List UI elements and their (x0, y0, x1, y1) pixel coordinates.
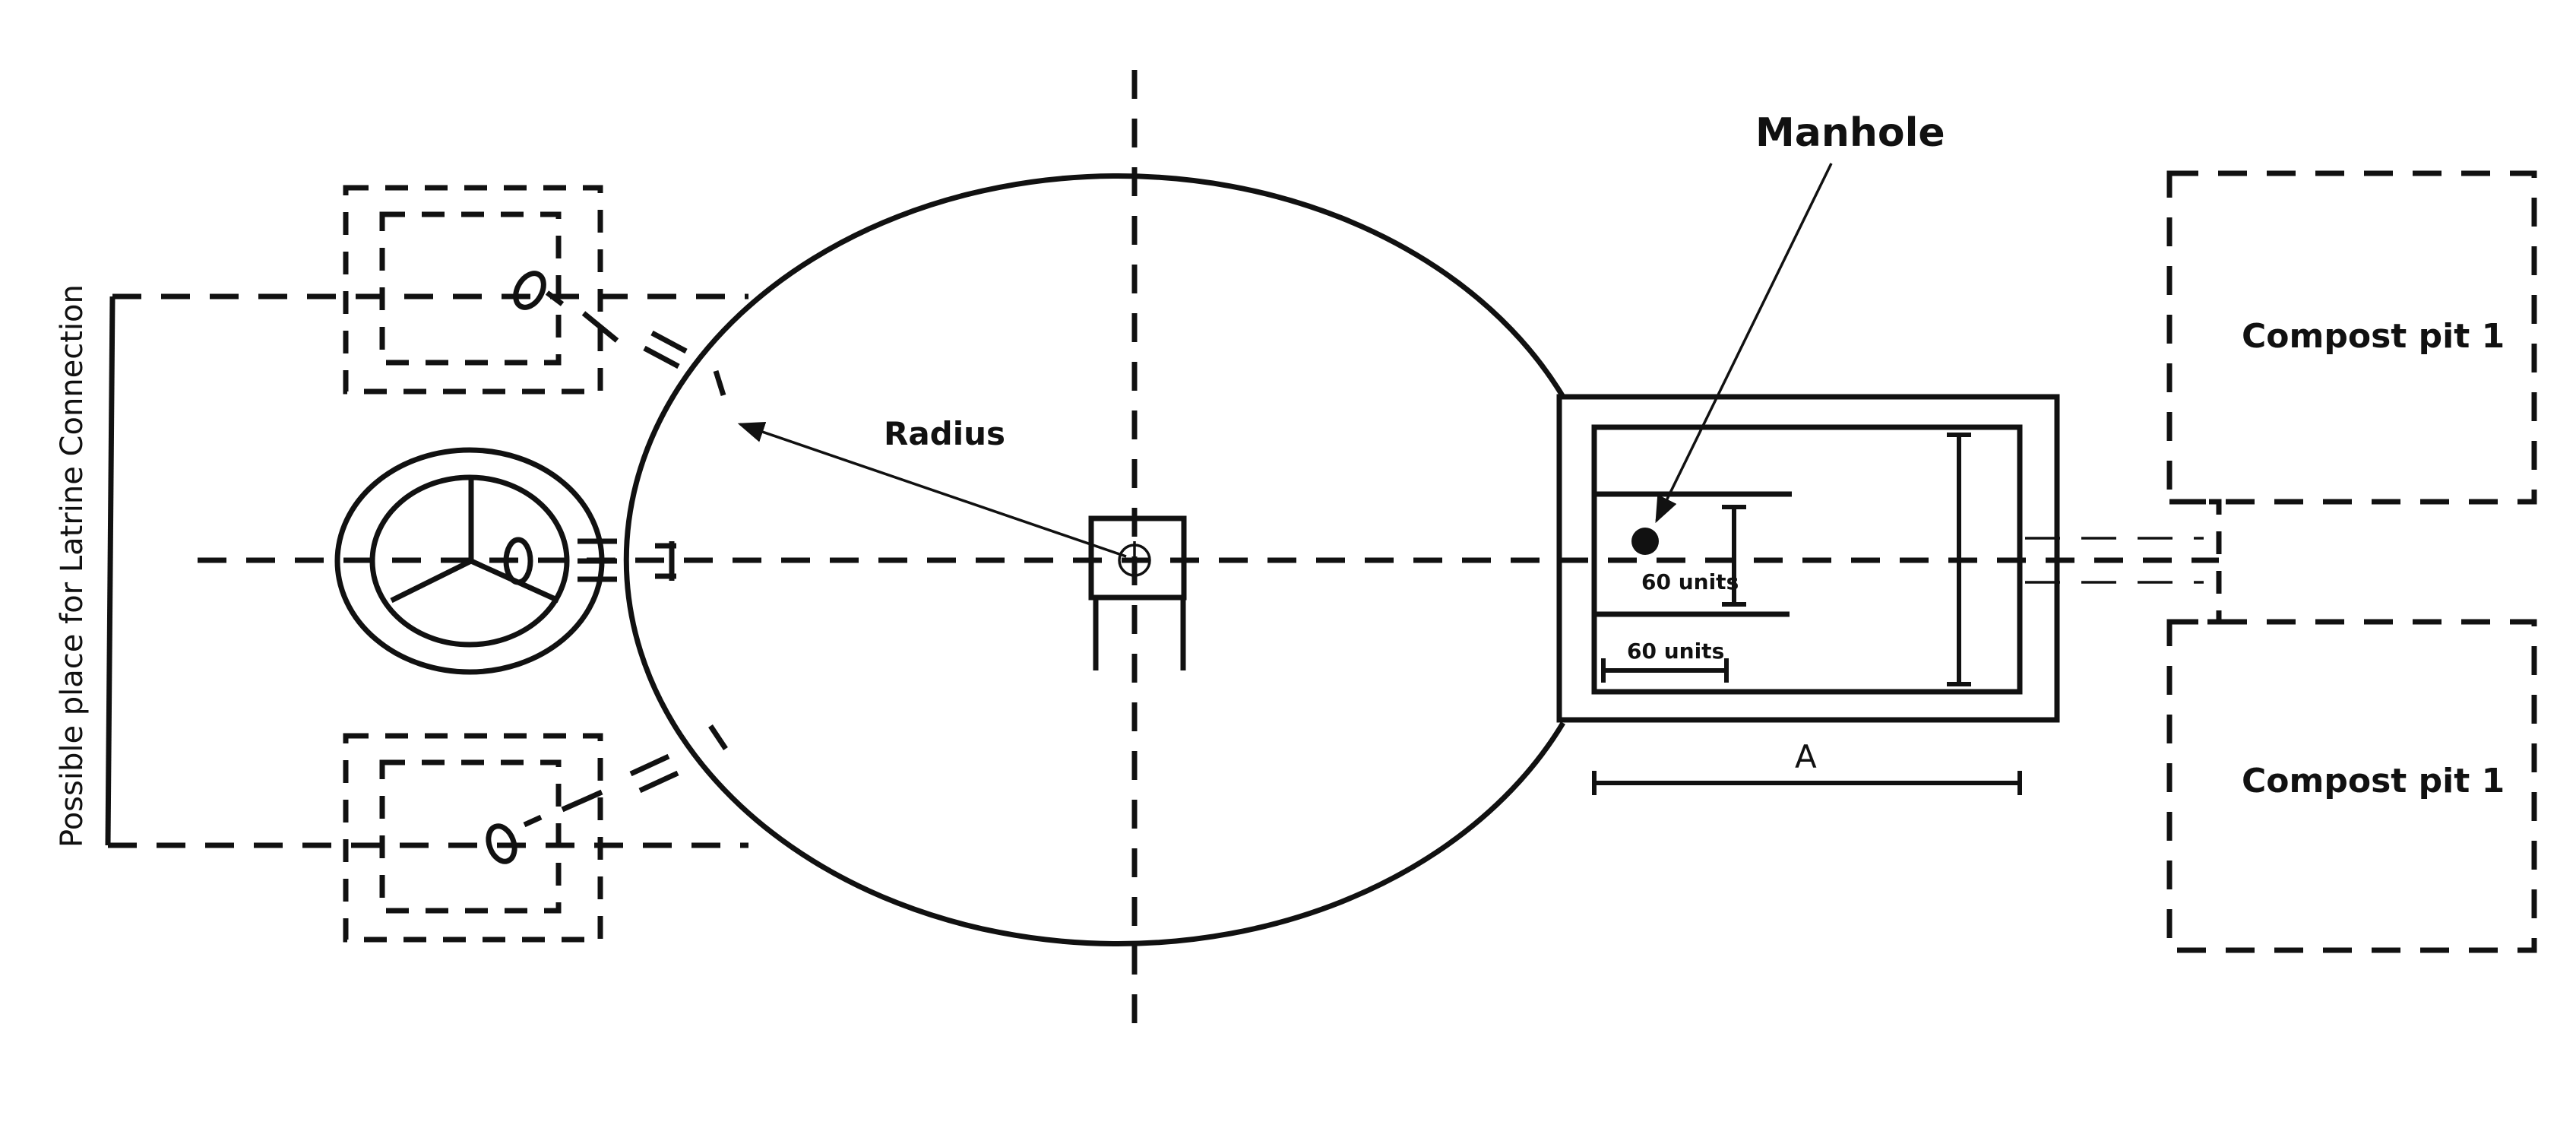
latrine-connection-bracket (105, 296, 116, 846)
latrine-top-pipe-3 (643, 345, 680, 369)
compost-pit-bottom (2166, 619, 2537, 953)
dim-60-vertical-label: 60 units (1641, 569, 1739, 594)
latrine-top-pipe-4 (650, 330, 688, 354)
radius-arrow (737, 421, 1127, 558)
latrine-bottom-pipe-2 (561, 789, 603, 813)
latrine-bottom-pipe-1 (523, 814, 543, 828)
latrine-bottom-outer (343, 733, 603, 943)
outlet-chamber-inner (1591, 424, 2023, 695)
dim-a-label: A (1795, 738, 1817, 775)
latrine-top-inner (379, 211, 562, 366)
manhole-pointer-arrow (1655, 163, 1833, 524)
gas-outlet-box (1088, 515, 1187, 601)
compost-pit-top (2166, 170, 2537, 505)
latrine-bottom-pipe-3 (629, 753, 670, 777)
inlet-pipe-opening (503, 537, 533, 585)
manhole-dot (1631, 528, 1659, 555)
outlet-chamber-outer (1556, 394, 2060, 723)
compost-pit-bottom-label: Compost pit 1 (2242, 762, 2505, 800)
dim-60-horizontal-label: 60 units (1627, 639, 1724, 664)
latrine-top-pan (513, 271, 546, 310)
latrine-top-outer (343, 185, 603, 395)
radius-label: Radius (884, 415, 1005, 452)
compost-pit-top-label: Compost pit 1 (2242, 317, 2505, 356)
latrine-bottom-pipe-5 (708, 724, 728, 750)
latrine-top-pipe-5 (713, 369, 726, 397)
latrine-bottom-pan (486, 823, 517, 864)
manhole-label: Manhole (1755, 110, 1945, 156)
latrine-connection-label: Possible place for Latrine Connection (55, 284, 90, 848)
mixer-blade-2 (390, 558, 473, 604)
digester-circle (623, 173, 1565, 946)
latrine-top-pipe-2 (581, 311, 619, 343)
latrine-bottom-pipe-4 (638, 770, 679, 794)
latrine-top-pipe-1 (545, 290, 565, 306)
inlet-mixing-tank-inner (369, 474, 570, 648)
latrine-bottom-inner (379, 759, 562, 914)
